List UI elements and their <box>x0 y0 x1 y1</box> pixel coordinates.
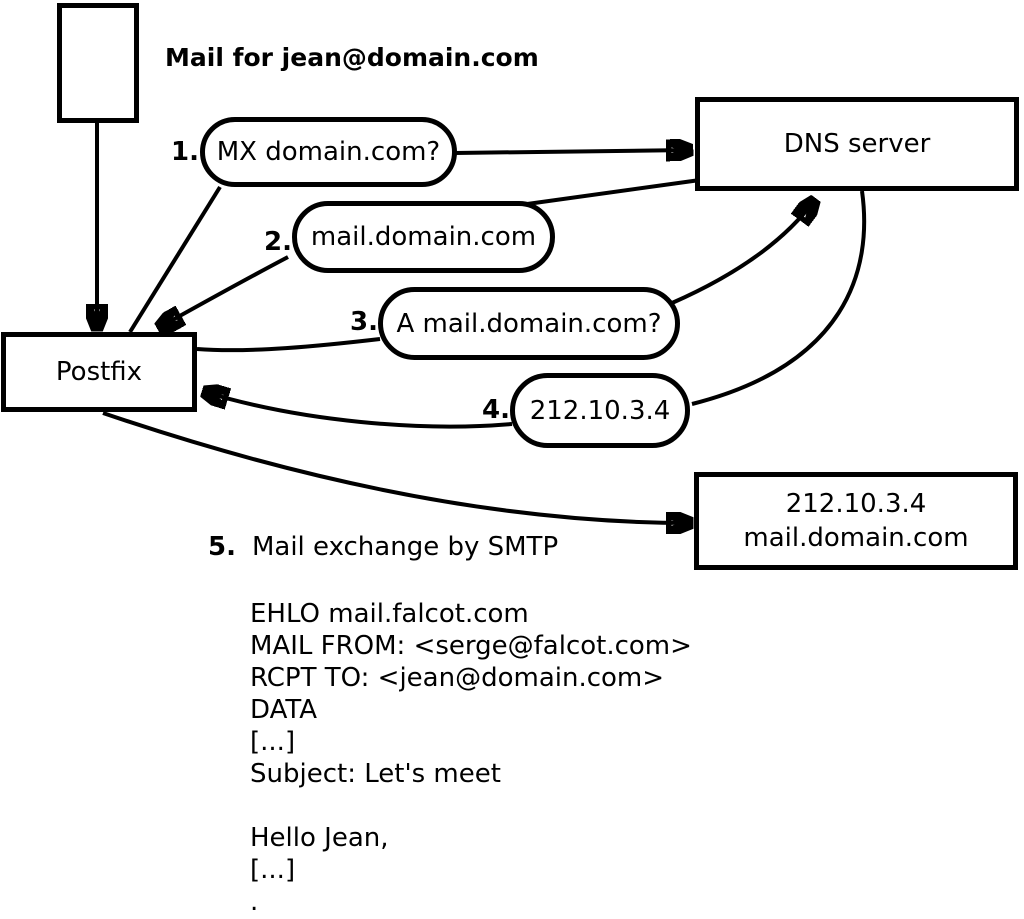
step-number-4: 4. <box>482 395 510 425</box>
node-dns-server: DNS server <box>695 97 1019 191</box>
incoming-message-box <box>57 3 139 123</box>
smtp-line-rcpt-to: RCPT TO: <jean@domain.com> <box>250 663 665 693</box>
smtp-line-greeting: Hello Jean, <box>250 823 389 853</box>
smtp-line-ehlo: EHLO mail.falcot.com <box>250 599 529 629</box>
incoming-mail-label: Mail for jean@domain.com <box>165 43 539 72</box>
step-number-2: 2. <box>264 227 292 257</box>
answer-a-record-pill: 212.10.3.4 <box>510 373 690 448</box>
query-a-record-pill: A mail.domain.com? <box>378 287 680 360</box>
mail-server-ip: 212.10.3.4 <box>785 489 927 519</box>
smtp-line-ellipsis-2: [...] <box>250 855 296 885</box>
step-number-5: 5. <box>208 532 236 562</box>
smtp-line-data: DATA <box>250 695 317 725</box>
smtp-line-end-dot: . <box>250 887 259 917</box>
query-mx-pill: MX domain.com? <box>200 117 457 187</box>
smtp-line-ellipsis-1: [...] <box>250 727 296 757</box>
arrow-query1-to-dns <box>454 150 690 153</box>
smtp-line-mail-from: MAIL FROM: <serge@falcot.com> <box>250 631 692 661</box>
step-number-1: 1. <box>171 137 199 167</box>
mail-server-hostname: mail.domain.com <box>743 523 969 553</box>
line-postfix-to-query3 <box>196 337 381 353</box>
smtp-line-blank <box>250 790 692 822</box>
step-5-label: Mail exchange by SMTP <box>251 532 559 562</box>
arrow-postfix-to-mailserver <box>102 411 690 523</box>
line-postfix-to-query1 <box>128 185 222 334</box>
node-postfix: Postfix <box>1 332 197 412</box>
arrow-answer2-to-postfix <box>160 255 289 327</box>
line-dns-to-answer2 <box>519 178 701 207</box>
smtp-session-transcript: EHLO mail.falcot.com MAIL FROM: <serge@f… <box>250 598 692 918</box>
arrow-answer4-to-postfix <box>205 392 513 429</box>
line-dns-to-answer4 <box>691 190 867 406</box>
smtp-line-subject: Subject: Let's meet <box>250 759 501 789</box>
step-number-3: 3. <box>350 307 378 337</box>
step-5-row: 5. Mail exchange by SMTP <box>208 531 558 563</box>
node-mail-server: 212.10.3.4 mail.domain.com <box>694 472 1018 570</box>
answer-mx-pill: mail.domain.com <box>292 201 555 273</box>
arrow-query3-to-dns <box>671 201 814 305</box>
